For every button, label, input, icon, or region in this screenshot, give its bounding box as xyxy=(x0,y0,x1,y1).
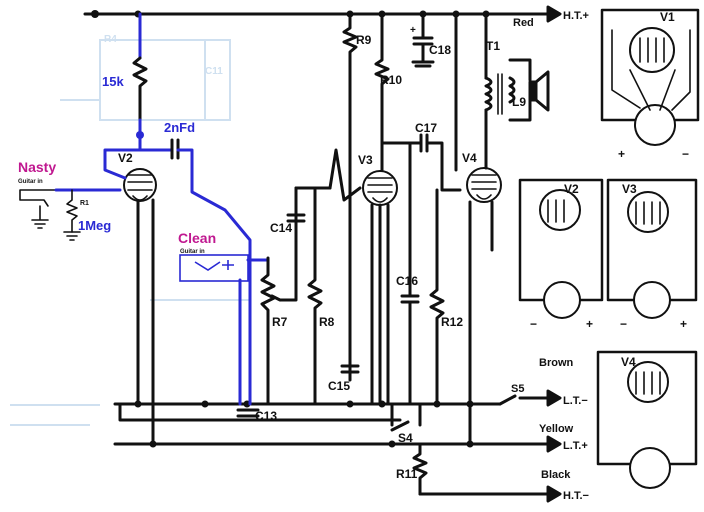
c15-capacitor xyxy=(340,364,360,374)
clean-input-jack xyxy=(179,254,270,406)
label-nasty: Nasty xyxy=(18,159,56,175)
pinout-v1 xyxy=(600,8,700,146)
pinout-v3-minus: − xyxy=(620,317,627,331)
l9-speaker xyxy=(528,70,550,112)
label-s5: S5 xyxy=(511,383,524,395)
label-c17: C17 xyxy=(415,121,437,135)
label-v2: V2 xyxy=(118,151,133,165)
c16-capacitor xyxy=(400,141,420,406)
ht-minus-rail xyxy=(418,485,562,503)
label-c18: C18 xyxy=(429,43,451,57)
pinout-v2 xyxy=(518,178,604,319)
coupling-cap-2nfd xyxy=(170,138,252,406)
s4-switch xyxy=(390,402,422,432)
label-lt-minus: L.T.− xyxy=(563,395,588,407)
label-c18-plus: + xyxy=(410,25,416,36)
label-l9: L9 xyxy=(512,95,526,109)
c13-capacitor xyxy=(236,408,260,418)
v4-tube xyxy=(466,167,502,203)
label-c13: C13 xyxy=(255,409,277,423)
lt-plus-rail xyxy=(113,435,562,453)
label-s4: S4 xyxy=(398,431,413,445)
label-pinout-v1: V1 xyxy=(660,10,675,24)
label-r11: R11 xyxy=(396,467,418,481)
pinout-v2-plus: + xyxy=(586,317,593,331)
v3-leads xyxy=(370,203,390,406)
label-pinout-v2: V2 xyxy=(564,182,579,196)
ghost-wiring: R4 C11 xyxy=(10,34,250,426)
label-lt-plus: L.T.+ xyxy=(563,440,588,452)
label-pinout-v3: V3 xyxy=(622,182,637,196)
label-15k: 15k xyxy=(102,74,124,89)
pinout-v4 xyxy=(596,350,698,489)
r8-resistor xyxy=(307,188,323,406)
v2-heater-lines xyxy=(136,198,155,446)
bus-left xyxy=(118,402,402,422)
v2-tube xyxy=(123,168,157,202)
anode-resistor-15k xyxy=(132,12,148,122)
pinout-v2-minus: − xyxy=(530,317,537,331)
pinout-v3 xyxy=(606,178,698,319)
r11-resistor xyxy=(412,442,428,496)
c14-capacitor xyxy=(286,186,332,242)
label-ht-minus: H.T.− xyxy=(563,490,589,502)
r10-resistor xyxy=(374,12,390,172)
label-2nfd: 2nFd xyxy=(164,120,195,135)
label-t1: T1 xyxy=(486,39,500,53)
pinout-v1-minus: − xyxy=(682,147,689,161)
ghost-label-r4: R4 xyxy=(104,34,117,45)
label-c15: C15 xyxy=(328,379,350,393)
r12-resistor xyxy=(429,188,445,406)
r9-resistor xyxy=(342,12,358,382)
label-ht-plus: H.T.+ xyxy=(563,10,589,22)
v3-tube xyxy=(362,170,398,206)
label-1meg: 1Meg xyxy=(78,218,111,233)
v4-leads xyxy=(454,12,494,446)
pinout-v3-plus: + xyxy=(680,317,687,331)
label-black: Black xyxy=(541,469,571,481)
label-yellow: Yellow xyxy=(539,423,574,435)
label-r7: R7 xyxy=(272,315,288,329)
label-v4: V4 xyxy=(462,151,477,165)
label-nasty-sub: Guitar in xyxy=(18,179,43,185)
label-clean: Clean xyxy=(178,230,216,246)
v3-grid-wire xyxy=(328,148,362,202)
nasty-input-jack xyxy=(19,188,122,241)
label-r9: R9 xyxy=(356,33,372,47)
label-c14: C14 xyxy=(270,221,292,235)
label-r12: R12 xyxy=(441,315,463,329)
label-r8: R8 xyxy=(319,315,335,329)
label-pinout-v4: V4 xyxy=(621,355,636,369)
t1-transformer xyxy=(484,58,532,122)
label-r10: R10 xyxy=(380,73,402,87)
pinout-v1-plus: + xyxy=(618,147,625,161)
label-v3: V3 xyxy=(358,153,373,167)
label-brown: Brown xyxy=(539,357,574,369)
label-c16: C16 xyxy=(396,274,418,288)
ghost-label-c11: C11 xyxy=(205,66,223,77)
label-red: Red xyxy=(513,17,534,29)
lt-minus-rail xyxy=(113,389,562,408)
label-clean-sub: Guitar in xyxy=(180,249,205,255)
label-r1: R1 xyxy=(80,200,89,207)
c18-capacitor xyxy=(411,12,435,68)
ht-plus-rail xyxy=(83,5,562,23)
c17-capacitor xyxy=(380,133,462,192)
